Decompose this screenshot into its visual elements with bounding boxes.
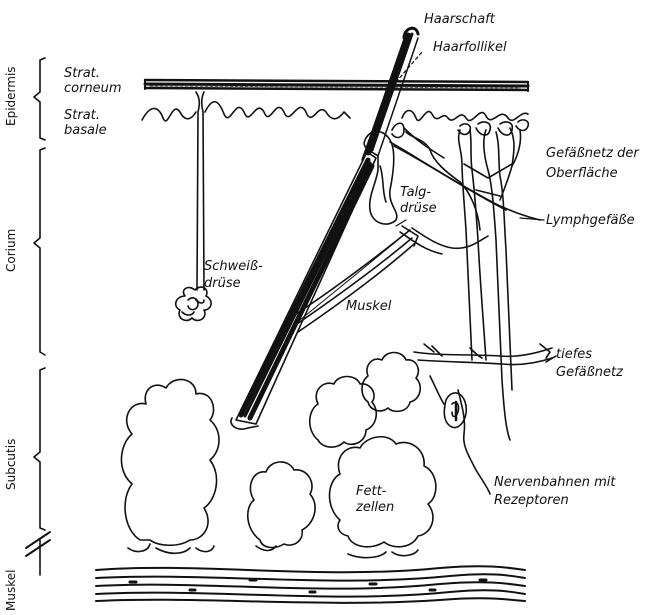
fettzellen-label-line1: Fett- <box>356 484 386 500</box>
strat-corneum-label-line2: corneum <box>64 81 122 97</box>
layer-epidermis-label: Epidermis <box>4 66 18 126</box>
fettzellen-label-line2: zellen <box>356 500 394 516</box>
talgdruese-label-line1: Talg- <box>400 185 431 201</box>
fat-cells <box>121 353 435 558</box>
layer-muskel-label: Muskel <box>4 570 18 611</box>
nervenbahnen-label-line1: Nervenbahnen mit <box>494 475 615 491</box>
gefaessnetz-oberflaeche-label-line2: Oberfläche <box>546 166 618 182</box>
stratum-corneum <box>145 80 528 91</box>
layer-corium-label: Corium <box>4 229 18 272</box>
tiefes-gefaessnetz-label-line2: Gefäßnetz <box>556 365 623 381</box>
muscle-layer <box>96 566 525 603</box>
layer-brackets <box>26 58 50 575</box>
talgdruese-label-line2: drüse <box>400 201 437 217</box>
stratum-basale <box>142 102 350 121</box>
leader-lines <box>396 218 544 226</box>
nerve-pathways <box>430 376 490 494</box>
gefaessnetz-oberflaeche-label-line1: Gefäßnetz der <box>546 146 639 162</box>
haarschaft-label: Haarschaft <box>424 12 495 28</box>
strat-basale-label-line1: Strat. <box>64 108 100 124</box>
muskel-label: Muskel <box>346 299 391 315</box>
tiefes-gefaessnetz-label-line1: tiefes <box>556 347 592 363</box>
strat-corneum-label-line1: Strat. <box>64 66 100 82</box>
schweissdruese-label-line2: drüse <box>204 276 241 292</box>
superficial-vascular-network <box>390 120 540 440</box>
lymphgefaesse-label: Lymphgefäße <box>546 213 635 229</box>
stratum-basale-right <box>402 111 528 121</box>
strat-basale-label-line2: basale <box>64 123 107 139</box>
haarfollikel-label: Haarfollikel <box>433 40 507 56</box>
schweissdruese-label-line1: Schweiß- <box>204 259 263 275</box>
nervenbahnen-label-line2: Rezeptoren <box>494 493 569 509</box>
layer-subcutis-label: Subcutis <box>4 439 18 490</box>
